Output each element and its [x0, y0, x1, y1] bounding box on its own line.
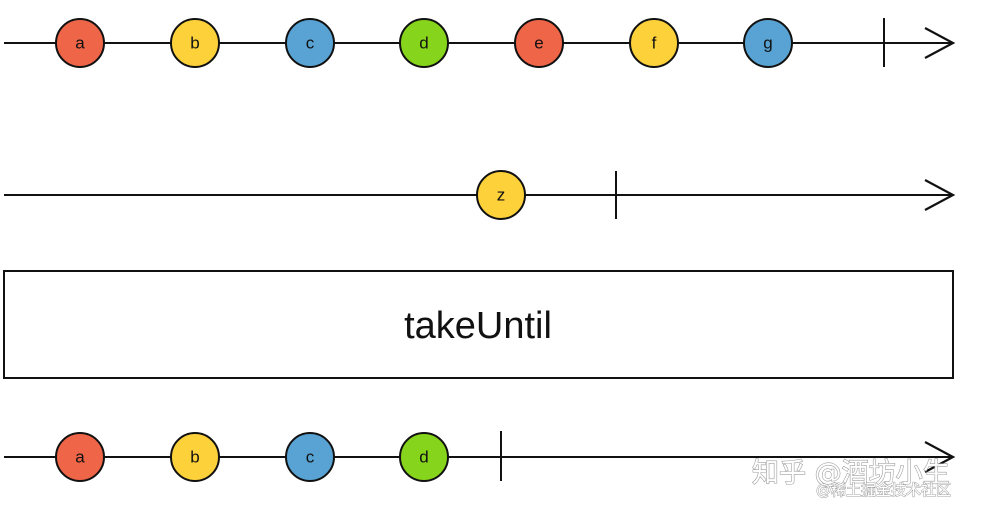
source-marble-circle — [55, 18, 105, 68]
source-marble-circle — [285, 18, 335, 68]
source-marble-circle — [514, 18, 564, 68]
source-marble-b: b — [170, 18, 220, 68]
source-timeline-arrowhead — [924, 27, 956, 59]
source-marble-label: f — [652, 34, 657, 53]
output-marble-circle — [285, 432, 335, 482]
source-marble-circle — [629, 18, 679, 68]
output-marble-d: d — [399, 432, 449, 482]
output-marble-circle — [170, 432, 220, 482]
source-marble-e: e — [514, 18, 564, 68]
output-timeline: a b c d — [4, 431, 956, 482]
output-marble-label: c — [306, 448, 315, 467]
source-marble-a: a — [55, 18, 105, 68]
watermark-sub: @稀土掘金技术社区 — [816, 481, 951, 499]
output-marble-circle — [399, 432, 449, 482]
source-marble-label: c — [306, 34, 315, 53]
source-marble-label: d — [419, 34, 428, 53]
source-marble-label: b — [190, 34, 199, 53]
source-marbles: a b c d e f g — [55, 18, 793, 68]
output-marble-a: a — [55, 432, 105, 482]
source-marble-d: d — [399, 18, 449, 68]
output-marble-label: b — [190, 448, 199, 467]
output-timeline-arrowhead — [924, 441, 956, 473]
notifier-marbles: z — [476, 170, 526, 220]
operator-box: takeUntil — [3, 270, 954, 379]
source-timeline: a b c d e f g — [4, 18, 956, 68]
source-marble-circle — [743, 18, 793, 68]
operator-label: takeUntil — [404, 305, 552, 347]
output-marble-label: a — [75, 448, 85, 467]
notifier-marble-label: z — [497, 186, 506, 205]
output-marble-label: d — [419, 448, 428, 467]
source-marble-label: a — [75, 34, 85, 53]
output-marble-circle — [55, 432, 105, 482]
source-marble-label: e — [534, 34, 543, 53]
notifier-timeline-arrowhead — [924, 179, 956, 211]
source-marble-circle — [399, 18, 449, 68]
notifier-marble-circle — [476, 170, 526, 220]
source-marble-label: g — [763, 34, 772, 53]
watermark: 知乎 @酒坊小生 @稀土掘金技术社区 — [751, 457, 951, 499]
output-marbles: a b c d — [55, 432, 449, 482]
output-marble-b: b — [170, 432, 220, 482]
watermark-main: 知乎 @酒坊小生 — [752, 458, 950, 489]
operator-box-frame — [3, 270, 954, 379]
source-marble-circle — [170, 18, 220, 68]
notifier-marble-z: z — [476, 170, 526, 220]
output-marble-c: c — [285, 432, 335, 482]
source-marble-c: c — [285, 18, 335, 68]
source-marble-f: f — [629, 18, 679, 68]
notifier-timeline: z — [4, 170, 956, 220]
source-marble-g: g — [743, 18, 793, 68]
